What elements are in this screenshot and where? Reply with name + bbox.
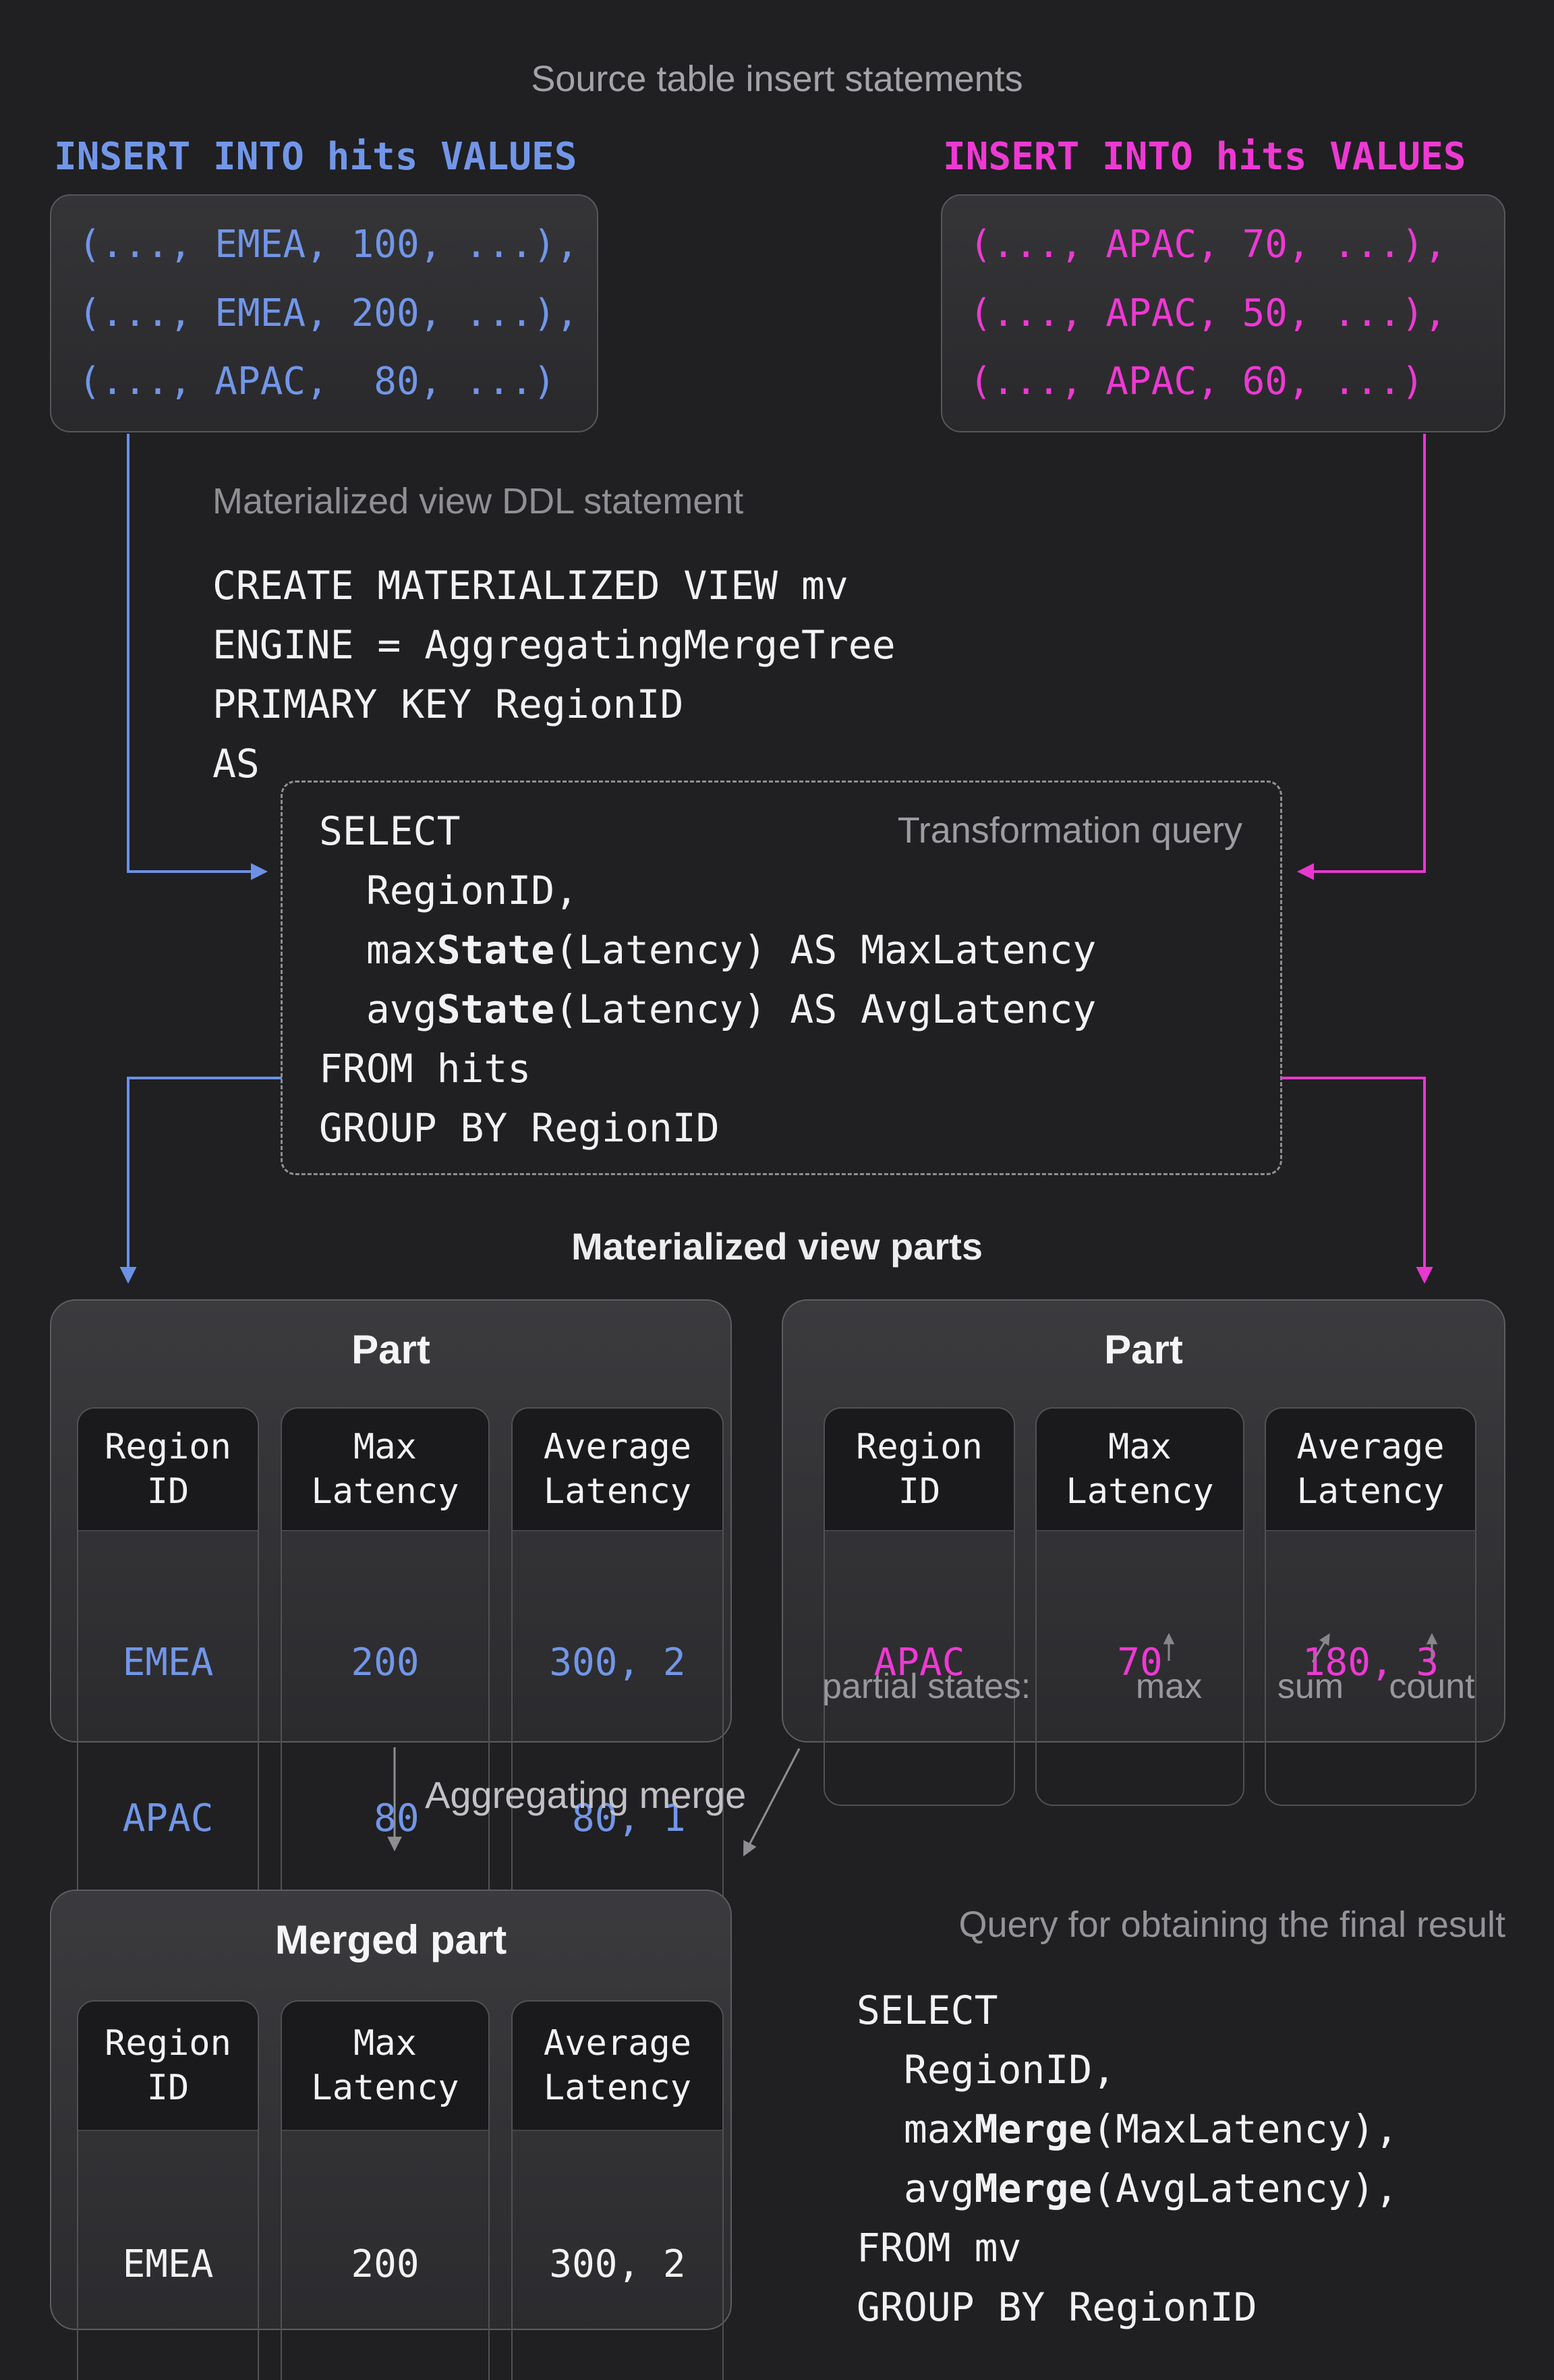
cell-value: 80, 1	[549, 1796, 686, 1840]
cell-value: 200	[351, 2242, 420, 2286]
part-title: Part	[351, 1327, 430, 1372]
code-line: avgState(Latency) AS AvgLatency	[319, 986, 1097, 1032]
column-header: Average Latency	[513, 1409, 722, 1531]
code-line: maxState(Latency) AS MaxLatency	[319, 927, 1097, 973]
column-region-id: Region ID APAC	[824, 1407, 1015, 1806]
code-line: CREATE MATERIALIZED VIEW mv	[212, 563, 848, 608]
final-query-label: Query for obtaining the final result	[958, 1904, 1505, 1945]
page-title: Source table insert statements	[531, 59, 1023, 99]
column-max-latency: Max Latency 70	[1035, 1407, 1244, 1806]
insert-right-label: INSERT INTO hits VALUES	[943, 135, 1466, 179]
code-line: PRIMARY KEY RegionID	[212, 681, 684, 727]
column-average-latency: Average Latency 300, 2 260, 4	[511, 2000, 724, 2380]
cell-value: 70	[1117, 1641, 1163, 1684]
code-line: avgMerge(AvgLatency),	[857, 2165, 1399, 2211]
code-line: maxMerge(MaxLatency),	[857, 2106, 1399, 2152]
merged-part-title: Merged part	[275, 1917, 507, 1962]
column-header: Region ID	[78, 1409, 258, 1531]
cell-value: 300, 2	[549, 1641, 686, 1684]
partial-state-sum: sum	[1277, 1667, 1344, 1706]
code-line: SELECT	[857, 1987, 998, 2033]
insert-row: (..., EMEA, 100, ...),	[78, 223, 579, 267]
code-line: FROM hits	[319, 1046, 531, 1092]
cell-value: APAC	[873, 1641, 965, 1684]
ddl-label: Materialized view DDL statement	[212, 481, 744, 521]
insert-row: (..., APAC, 70, ...),	[969, 223, 1447, 267]
column-region-id: Region ID EMEA APAC	[77, 2000, 259, 2380]
column-max-latency: Max Latency 200 80	[281, 1407, 490, 1962]
part-box-left: Part Region ID EMEA APAC Max Latency 200…	[50, 1299, 732, 1962]
insert-row: (..., EMEA, 200, ...),	[78, 291, 579, 335]
code-line: GROUP BY RegionID	[857, 2284, 1257, 2330]
column-region-id: Region ID EMEA APAC	[77, 1407, 259, 1962]
column-header: Average Latency	[1266, 1409, 1475, 1531]
partial-state-max: max	[1135, 1667, 1203, 1706]
code-line: ENGINE = AggregatingMergeTree	[212, 622, 896, 668]
arrow-insert-right-to-query	[1297, 434, 1426, 880]
transformation-query-label: Transformation query	[897, 810, 1242, 851]
cell-value: EMEA	[122, 2242, 214, 2286]
transformation-query-box: Transformation query SELECT RegionID, ma…	[281, 781, 1282, 1175]
column-average-latency: Average Latency 300, 2 80, 1	[511, 1407, 724, 1962]
insert-row: (..., APAC, 60, ...)	[969, 359, 1424, 403]
insert-left-box: (..., EMEA, 100, ...), (..., EMEA, 200, …	[50, 194, 598, 432]
column-header: Max Latency	[282, 1409, 488, 1531]
column-header: Region ID	[825, 1409, 1014, 1531]
cell-value: 200	[351, 1641, 420, 1684]
arrow-part-right-to-merged	[743, 1748, 801, 1857]
insert-row: (..., APAC, 80, ...)	[78, 359, 556, 403]
insert-row: (..., APAC, 50, ...),	[969, 291, 1447, 335]
column-header: Max Latency	[1037, 1409, 1243, 1531]
column-header: Average Latency	[513, 2002, 722, 2131]
code-line: GROUP BY RegionID	[319, 1105, 720, 1151]
code-line: SELECT	[319, 808, 461, 854]
code-line: FROM mv	[857, 2225, 1022, 2271]
column-max-latency: Max Latency 200 80	[281, 2000, 490, 2380]
transformation-code-block: SELECT RegionID, maxState(Latency) AS Ma…	[319, 801, 1096, 1158]
insert-left-label: INSERT INTO hits VALUES	[54, 135, 577, 179]
part-title: Part	[1104, 1327, 1183, 1372]
column-header: Region ID	[78, 2002, 258, 2131]
merged-part-box: Merged part Region ID EMEA APAC Max Late…	[50, 1890, 732, 2380]
code-line: RegionID,	[857, 2047, 1116, 2093]
cell-value: APAC	[122, 1796, 214, 1840]
cell-value: 80	[351, 1796, 420, 1840]
cell-value: EMEA	[122, 1641, 214, 1684]
column-header: Max Latency	[282, 2002, 488, 2131]
ddl-code-block: CREATE MATERIALIZED VIEW mv ENGINE = Agg…	[212, 556, 896, 793]
part-box-right: Part Region ID APAC Max Latency 70 Avera…	[782, 1299, 1505, 1806]
code-line: RegionID,	[319, 868, 579, 913]
parts-heading: Materialized view parts	[571, 1225, 983, 1268]
insert-right-box: (..., APAC, 70, ...), (..., APAC, 50, ..…	[941, 194, 1505, 432]
column-average-latency: Average Latency 180, 3	[1265, 1407, 1476, 1806]
aggregating-merge-label: Aggregating merge	[425, 1774, 747, 1816]
final-query-code-block: SELECT RegionID, maxMerge(MaxLatency), a…	[857, 1981, 1398, 2337]
partial-state-count: count	[1389, 1667, 1475, 1706]
partial-states-label: partial states:	[822, 1667, 1031, 1706]
cell-value: 300, 2	[549, 2242, 686, 2286]
